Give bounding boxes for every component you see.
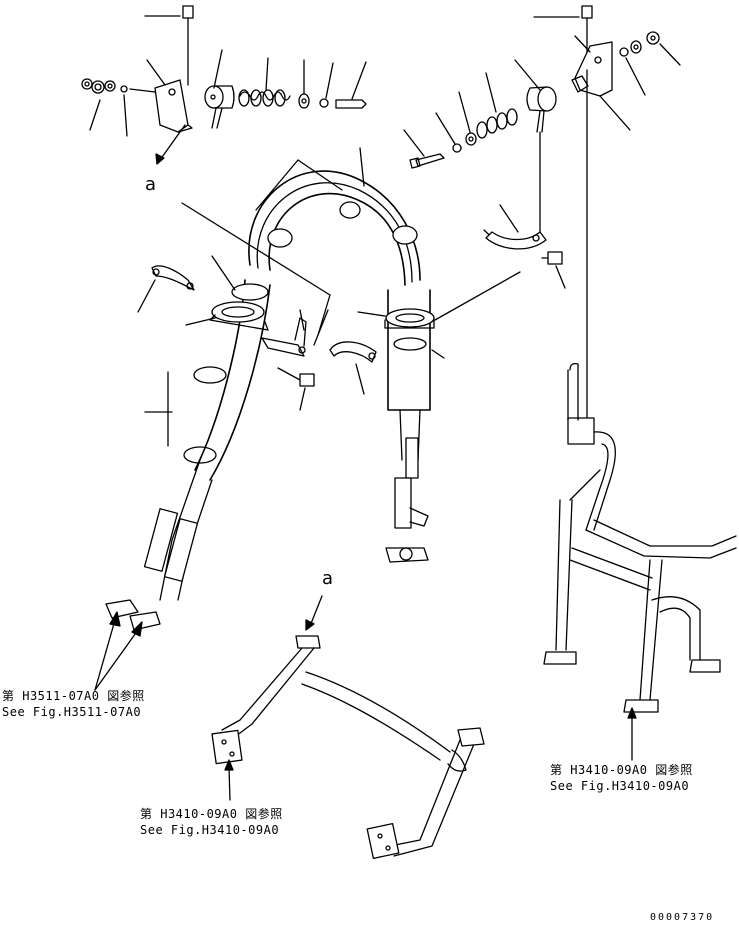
bracket-top-right — [571, 35, 631, 131]
main-hose — [181, 147, 421, 336]
left-hose — [105, 255, 271, 631]
top-left-hardware — [81, 5, 194, 165]
arrow-to-a — [155, 124, 186, 165]
nuts-washers-left — [81, 78, 156, 137]
reference-middle-en: See Fig.H3410-09A0 — [140, 823, 280, 837]
nuts-washers-right — [619, 31, 681, 96]
reference-right: 第 H3410-09A0 図参照 See Fig.H3410-09A0 — [550, 762, 693, 794]
top-right-hardware — [403, 5, 681, 239]
frame-bottom — [211, 595, 485, 860]
bolt-top-left — [144, 5, 194, 86]
callout-a-bottom: a — [322, 568, 334, 589]
callout-a-top: a — [145, 174, 157, 195]
clamp-right — [329, 204, 566, 395]
reference-right-jp: 第 H3410-09A0 図参照 — [550, 763, 693, 777]
rubber-mount-right — [403, 59, 557, 239]
reference-middle-jp: 第 H3410-09A0 図参照 — [140, 807, 283, 821]
rubber-mount-left — [204, 49, 367, 129]
reference-left-jp: 第 H3511-07A0 図参照 — [2, 689, 145, 703]
left-reference-arrows — [94, 611, 143, 691]
reference-left-en: See Fig.H3511-07A0 — [2, 705, 142, 719]
right-hose — [357, 289, 445, 563]
clamp-left — [137, 265, 195, 313]
frame-right — [543, 69, 737, 761]
bracket-top-left — [146, 59, 193, 133]
reference-right-en: See Fig.H3410-09A0 — [550, 779, 690, 793]
clamp-middle — [261, 309, 329, 411]
document-number: 00007370 — [650, 912, 715, 923]
reference-middle: 第 H3410-09A0 図参照 See Fig.H3410-09A0 — [140, 806, 283, 838]
reference-left: 第 H3511-07A0 図参照 See Fig.H3511-07A0 — [2, 688, 145, 720]
